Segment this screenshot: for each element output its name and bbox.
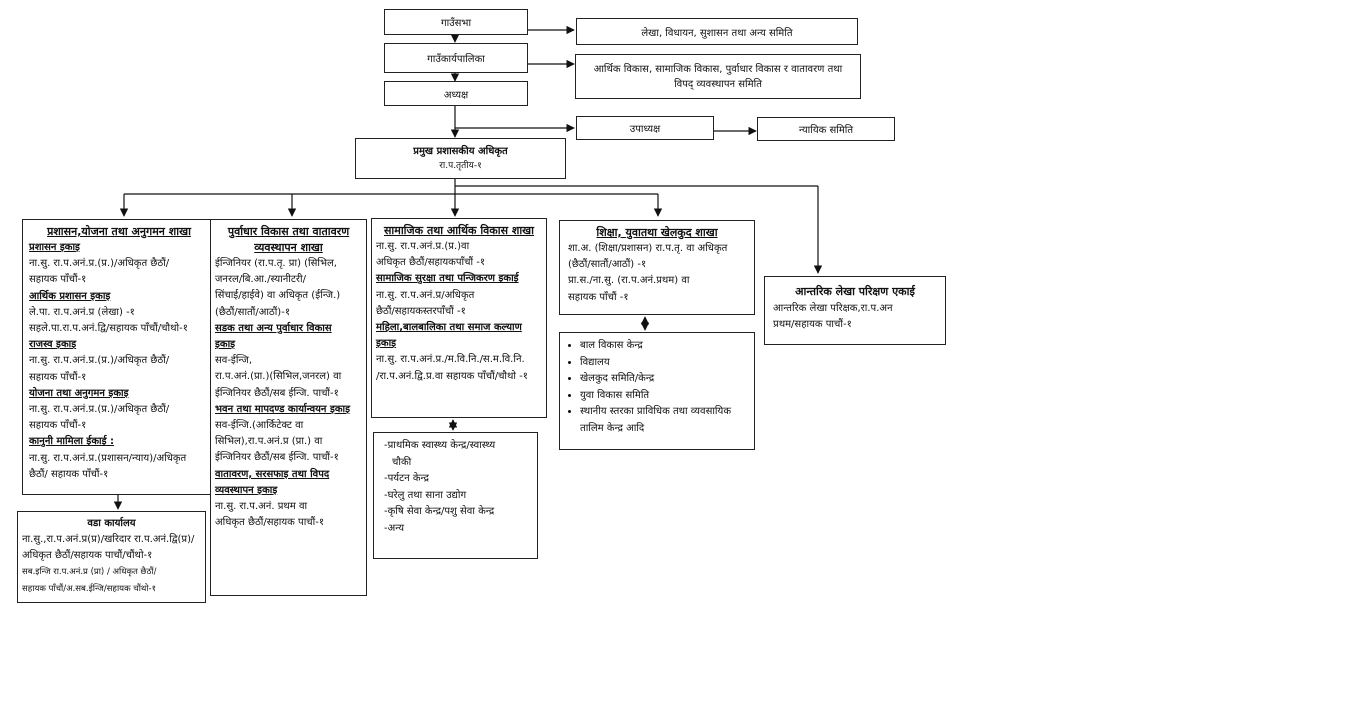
branch-social-box: सामाजिक तथा आर्थिक विकास शाखा ना.सु. रा.… [371, 218, 547, 418]
adhyaksha-box: अध्यक्ष [384, 81, 528, 106]
staff-line: शा.अ. (शिक्षा/प्रशासन) रा.प.तृ. वा अधिकृ… [568, 243, 728, 254]
committee-bikas-box: आर्थिक विकास, सामाजिक विकास, पुर्वाधार व… [575, 54, 861, 99]
branch-education-box: शिक्षा, युवातथा खेलकुद शाखा शा.अ. (शिक्ष… [559, 220, 755, 315]
staff-line: सहायक पाँचौं -१ [568, 291, 629, 303]
karyapalika-box: गाउँकार्यपालिका [384, 43, 528, 73]
branch-education-title: शिक्षा, युवातथा खेलकुद शाखा [596, 226, 718, 239]
education-units-box: बाल विकास केन्द्र विद्यालय खेलकुद समिति/… [559, 332, 755, 450]
staff-line: ईन्जिनियर छैठौं/सब ईन्जि. पाचौं-१ [215, 387, 339, 399]
committee-bikas-line1: आर्थिक विकास, सामाजिक विकास, पुर्वाधार व… [593, 63, 843, 75]
committee-lekha-box: लेखा, विधायन, सुशासन तथा अन्य समिति [576, 18, 858, 45]
upadhyaksha-label: उपाध्यक्ष [629, 124, 661, 135]
staff-line: छैठौं/सहायकस्तरपाँचौं -१ [376, 305, 466, 317]
staff-line: आन्तरिक लेखा परिक्षक,रा.प.अन [773, 303, 893, 314]
cao-title: प्रमुख प्रशासकीय अधिकृत [413, 145, 508, 157]
staff-line: सहायक पाँचौं-१ [29, 420, 87, 432]
list-item: -पर्यटन केन्द्र [384, 473, 429, 484]
unit-heading: कानुनी मामिला ईकाई : [29, 436, 115, 448]
list-item: चौकी [392, 456, 412, 468]
staff-line: सव-ईन्जि.(आर्किटेक्ट वा [215, 420, 304, 432]
list-item: -अन्य [384, 522, 404, 534]
staff-line: (छैठौं/सातौं/आठौं)-१ [215, 306, 291, 318]
staff-line: छैठौं/ सहायक पाँचौं-१ [29, 468, 109, 480]
branch-administration-box: प्रशासन,योजना तथा अनुगमन शाखा प्रशासन इक… [22, 219, 216, 495]
unit-heading: राजस्व इकाइ [29, 339, 77, 351]
committee-lekha-label: लेखा, विधायन, सुशासन तथा अन्य समिति [641, 27, 793, 39]
staff-line: सिंचाई/हाईवे) वा अधिकृत (ईन्जि.) [215, 290, 341, 302]
social-units-box: -प्राथमिक स्वास्थ्य केन्द्र/स्वास्थ्य चौ… [373, 432, 538, 559]
list-item: बाल विकास केन्द्र [580, 338, 750, 355]
gaunsabha-label: गाउँसभा [440, 18, 472, 29]
unit-heading: प्रशासन इकाइ [29, 242, 80, 253]
unit-heading: योजना तथा अनुगमन इकाइ [29, 387, 129, 399]
list-item: तालिम केन्द्र आदि [580, 422, 645, 434]
adhyaksha-label: अध्यक्ष [443, 89, 469, 101]
staff-line: सिभिल),रा.प.अनं.प्र (प्रा.) वा [215, 436, 323, 448]
list-item: -घरेलु तथा साना उद्योग [384, 489, 467, 501]
staff-line: सहायक पाँचौं-१ [29, 274, 87, 286]
karyapalika-label: गाउँकार्यपालिका [427, 54, 485, 65]
staff-line: प्रथम/सहायक पाचौं-१ [773, 319, 852, 331]
branch-infrastructure-title-2: व्यवस्थापन शाखा [254, 241, 323, 254]
list-item: खेलकुद समिति/केन्द्र [580, 371, 750, 388]
gaunsabha-box: गाउँसभा [384, 9, 528, 35]
staff-line: ईन्जिनियर (रा.प.तृ. प्रा) (सिभिल, [215, 258, 337, 269]
staff-line: सब.इन्जि रा.प.अनं.प्र (प्रा) / अधिकृत छै… [22, 567, 157, 578]
cao-box: प्रमुख प्रशासकीय अधिकृत रा.प.तृतीय-१ [355, 138, 566, 179]
list-item: विद्यालय [580, 355, 750, 372]
staff-line: ना.सु. रा.प.अनं.प्र.(प्र.)/अधिकृत छैठौं/ [29, 404, 170, 416]
staff-line: ना.सु. रा.प.अनं.प्र.(प्र.)वा [376, 241, 470, 252]
branch-administration-title: प्रशासन,योजना तथा अनुगमन शाखा [47, 225, 191, 238]
unit-heading: इकाइ [376, 338, 397, 350]
staff-line: रा.प.अनं.(प्रा.)(सिभिल,जनरल) वा [215, 371, 342, 383]
staff-line: प्रा.स./ना.सु. (रा.प.अनं.प्रथम) वा [568, 275, 690, 287]
cao-level: रा.प.तृतीय-१ [439, 160, 482, 171]
branch-audit-title: आन्तरिक लेखा परिक्षण एकाई [795, 285, 915, 298]
branch-social-title: सामाजिक तथा आर्थिक विकास शाखा [383, 224, 535, 237]
staff-line: ना.सु. रा.प.अनं.प्र.(प्रशासन/न्याय)/अधिक… [29, 452, 187, 464]
unit-heading: इकाइ [215, 339, 236, 351]
ward-office-title: वडा कार्यालय [87, 518, 136, 529]
list-item: -प्राथमिक स्वास्थ्य केन्द्र/स्वास्थ्य [384, 440, 496, 451]
unit-heading: वातावरण, सरसफाइ तथा विपद [215, 468, 330, 480]
staff-line: सहायक पाँचौं-१ [29, 371, 87, 383]
staff-line: ना.सु.,रा.प.अनं.प्र(प्र)/खरिदार रा.प.अनं… [22, 534, 195, 545]
staff-line: ले.पा. रा.प.अनं.प्र (लेखा) -१ [29, 306, 135, 318]
staff-line: /रा.प.अनं.द्वि.प्र.वा सहायक पाँचौं/चौथो … [376, 370, 528, 382]
staff-line: अधिकृत छैठौं/सहायक पाचौं-१ [215, 517, 325, 529]
staff-line: जनरल/बि.आ./स्यानीटरी/ [215, 274, 306, 286]
staff-line: (छैठौं/सातौं/आठौं) -१ [568, 259, 647, 271]
branch-infrastructure-box: पुर्वाधार विकास तथा वातावरण व्यवस्थापन श… [210, 219, 367, 596]
staff-line: ना.सु. रा.प.अनं. प्रथम वा [215, 501, 308, 513]
nyayik-label: न्यायिक समिति [798, 125, 854, 136]
staff-line: सहले.पा.रा.प.अनं.द्वि/सहायक पाँचौं/चौथो-… [29, 323, 188, 335]
committee-bikas-line2: विपद् व्यवस्थापन समिति [674, 78, 762, 90]
staff-line: ना.सु. रा.प.अनं.प्र/अधिकृत [376, 289, 475, 301]
staff-line: ना.सु. रा.प.अनं.प्र.(प्र.)/अधिकृत छैठौं/ [29, 355, 170, 367]
unit-heading: व्यवस्थापन इकाइ [215, 484, 278, 496]
branch-infrastructure-title-1: पुर्वाधार विकास तथा वातावरण [227, 225, 350, 238]
nyayik-box: न्यायिक समिति [757, 117, 895, 141]
staff-line: ना.सु. रा.प.अनं.प्र.(प्र.)/अधिकृत छैठौं/ [29, 258, 170, 270]
unit-heading: भवन तथा मापदण्ड कार्यान्वयन इकाइ [215, 403, 351, 415]
staff-line: ईन्जिनियर छैठौं/सब ईन्जि. पाचौं-१ [215, 452, 339, 464]
list-item: स्थानीय स्तरका प्राविधिक तथा व्यवसायिक [580, 404, 750, 421]
staff-line: सव-ईन्जि, [215, 355, 253, 367]
ward-office-box: वडा कार्यालय ना.सु.,रा.प.अनं.प्र(प्र)/खर… [17, 511, 206, 603]
list-item: युवा विकास समिति [580, 388, 750, 405]
staff-line: सहायक पाँचौं/अ.सब.ईन्जि/सहायक चौंथो-१ [22, 583, 157, 594]
upadhyaksha-box: उपाध्यक्ष [576, 116, 714, 140]
staff-line: अधिकृत छैठौं/सहायकपाँचौं -१ [376, 257, 486, 269]
list-item: -कृषि सेवा केन्द्र/पशु सेवा केन्द्र [384, 506, 495, 517]
unit-heading: महिला,बालबालिका तथा समाज कल्याण [376, 322, 522, 334]
unit-heading: सडक तथा अन्य पुर्वाधार विकास [215, 322, 332, 334]
staff-line: अधिकृत छैठौं/सहायक पाचौं/चौंथो-१ [22, 550, 153, 562]
branch-audit-box: आन्तरिक लेखा परिक्षण एकाई आन्तरिक लेखा प… [764, 276, 946, 345]
unit-heading: आर्थिक प्रशासन इकाइ [29, 290, 111, 302]
unit-heading: सामाजिक सुरक्षा तथा पन्जिकरण इकाई [376, 273, 519, 285]
staff-line: ना.सु. रा.प.अनं.प्र./म.वि.नि./स.म.वि.नि. [376, 354, 525, 366]
